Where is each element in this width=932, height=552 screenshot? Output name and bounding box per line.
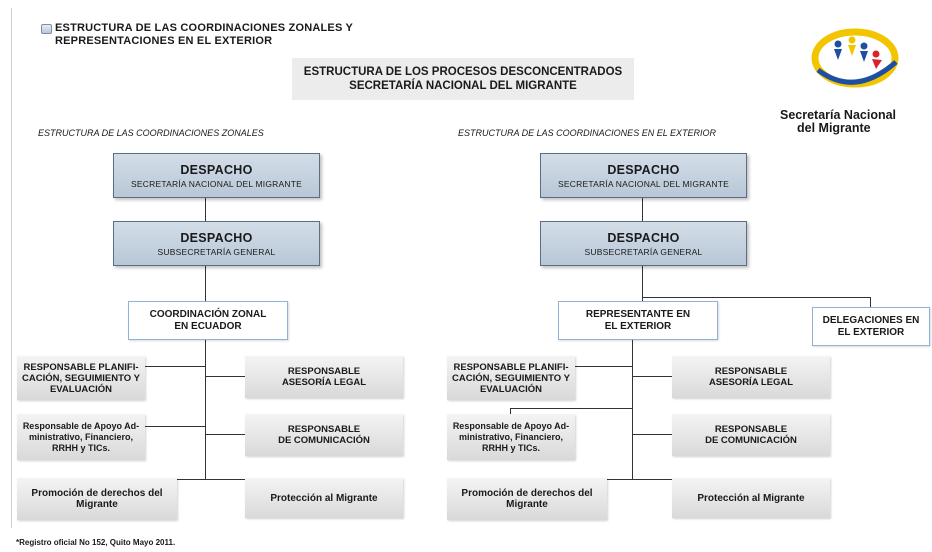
box-line-1: RESPONSABLE [287,366,361,377]
connector [205,265,206,301]
box-subtitle: SECRETARÍA NACIONAL DEL MIGRANTE [558,178,729,189]
box-subtitle: SUBSECRETARÍA GENERAL [157,246,276,257]
connector [632,339,633,479]
banner-line-2: SECRETARÍA NACIONAL DEL MIGRANTE [349,80,577,92]
right-despacho-subsecretariat-box: DESPACHO SUBSECRETARÍA GENERAL [540,221,747,266]
left-rights-promotion-box: Promoción de derechos del Migrante [17,478,177,520]
checkbox-bullet-icon [41,24,52,34]
connector [145,366,205,367]
logo-caption-line-2: del Migrante [797,121,871,135]
title-banner: ESTRUCTURA DE LOS PROCESOS DESCONCENTRAD… [292,58,634,100]
box-title: DESPACHO [607,162,680,177]
right-rights-promotion-box: Promoción de derechos del Migrante [447,478,607,520]
box-line-2: DE COMUNICACIÓN [278,435,370,446]
banner-line-1: ESTRUCTURA DE LOS PROCESOS DESCONCENTRAD… [303,66,623,78]
right-delegations-box: DELEGACIONES EN EL EXTERIOR [812,307,930,346]
left-legal-box: RESPONSABLE ASESORÍA LEGAL [245,356,403,398]
left-zonal-coordination-box: COORDINACIÓN ZONAL EN ECUADOR [128,301,288,340]
connector [632,434,672,435]
left-migrant-protection-box: Protección al Migrante [245,478,403,518]
connector [205,197,206,221]
migrant-secretariat-logo-icon [811,28,899,88]
connector [575,366,632,367]
document-heading: ESTRUCTURA DE LAS COORDINACIONES ZONALES… [41,22,354,48]
connector [642,297,870,298]
connector [565,479,725,480]
right-admin-support-box: Responsable de Apoyo Ad-ministrativo, Fi… [447,414,575,460]
connector [642,265,643,301]
box-title: DESPACHO [180,162,253,177]
left-admin-support-box: Responsable de Apoyo Ad-ministrativo, Fi… [17,414,145,460]
box-line-1: REPRESENTANTE EN [585,308,691,320]
connector [510,408,632,409]
box-line-2: ASESORÍA LEGAL [281,377,367,388]
box-line-1: RESPONSABLE [714,424,788,435]
connector [145,426,205,427]
heading-line-1: ESTRUCTURA DE LAS COORDINACIONES ZONALES… [55,22,354,34]
left-despacho-subsecretariat-box: DESPACHO SUBSECRETARÍA GENERAL [113,221,320,266]
box-line-1: RESPONSABLE [287,424,361,435]
box-subtitle: SECRETARÍA NACIONAL DEL MIGRANTE [131,178,302,189]
footnote: *Registro oficial No 152, Quito Mayo 201… [16,538,176,547]
box-title: DESPACHO [607,230,680,245]
heading-line-2: REPRESENTACIONES EN EL EXTERIOR [55,35,273,47]
right-section-label: ESTRUCTURA DE LAS COORDINACIONES EN EL E… [458,128,717,138]
box-subtitle: SUBSECRETARÍA GENERAL [584,246,703,257]
box-line-2: DE COMUNICACIÓN [705,435,797,446]
box-line-1: COORDINACIÓN ZONAL [149,308,267,320]
connector [205,434,245,435]
box-line-2: EL EXTERIOR [837,326,905,338]
connector [870,297,871,307]
connector [642,197,643,221]
right-representative-box: REPRESENTANTE EN EL EXTERIOR [558,301,718,340]
right-despacho-secretariat-box: DESPACHO SECRETARÍA NACIONAL DEL MIGRANT… [540,153,747,198]
left-planning-box: RESPONSABLE PLANIFI-CACIÓN, SEGUIMIENTO … [17,356,145,400]
right-communication-box: RESPONSABLE DE COMUNICACIÓN [672,414,830,456]
right-migrant-protection-box: Protección al Migrante [672,478,830,518]
connector [205,339,206,479]
connector [205,376,245,377]
box-line-2: ASESORÍA LEGAL [708,377,794,388]
right-legal-box: RESPONSABLE ASESORÍA LEGAL [672,356,830,398]
connector [510,408,511,416]
connector [632,376,672,377]
box-line-2: EL EXTERIOR [604,320,672,332]
page-border [11,8,12,528]
box-line-1: DELEGACIONES EN [822,314,920,326]
box-line-2: EN ECUADOR [174,320,242,332]
left-despacho-secretariat-box: DESPACHO SECRETARÍA NACIONAL DEL MIGRANT… [113,153,320,198]
left-communication-box: RESPONSABLE DE COMUNICACIÓN [245,414,403,456]
logo-caption: Secretaría Nacional del Migrante [780,109,920,135]
box-line-1: RESPONSABLE [714,366,788,377]
connector [135,479,295,480]
box-title: DESPACHO [180,230,253,245]
right-planning-box: RESPONSABLE PLANIFI-CACIÓN, SEGUIMIENTO … [447,356,575,400]
logo-caption-line-1: Secretaría Nacional [780,108,897,122]
left-section-label: ESTRUCTURA DE LAS COORDINACIONES ZONALES [38,128,264,138]
